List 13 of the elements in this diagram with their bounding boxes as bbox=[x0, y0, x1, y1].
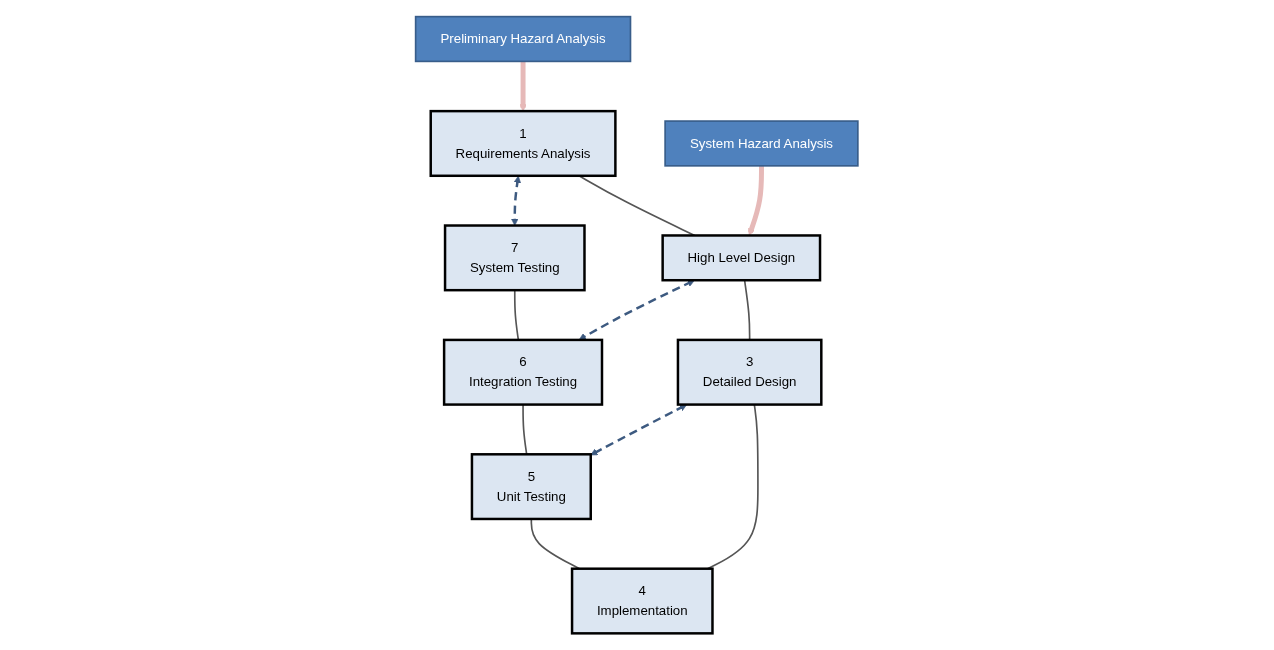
node-box: 3 Detailed Design bbox=[676, 338, 823, 406]
arrow bbox=[519, 61, 527, 112]
arrow bbox=[590, 404, 688, 456]
node-box: 4 Implementation bbox=[571, 567, 714, 635]
arrow bbox=[748, 165, 765, 236]
node-box: 6 Integration Testing bbox=[443, 338, 604, 406]
node-box: High Level Design bbox=[661, 234, 822, 282]
node-box: 1 Requirements Analysis bbox=[429, 109, 617, 178]
arrow bbox=[511, 175, 522, 226]
node-box: 5 Unit Testing bbox=[470, 453, 593, 521]
node-box: 7 System Testing bbox=[444, 224, 586, 292]
node-box: System Hazard Analysis bbox=[664, 120, 859, 167]
node-box: Preliminary Hazard Analysis bbox=[415, 15, 632, 63]
